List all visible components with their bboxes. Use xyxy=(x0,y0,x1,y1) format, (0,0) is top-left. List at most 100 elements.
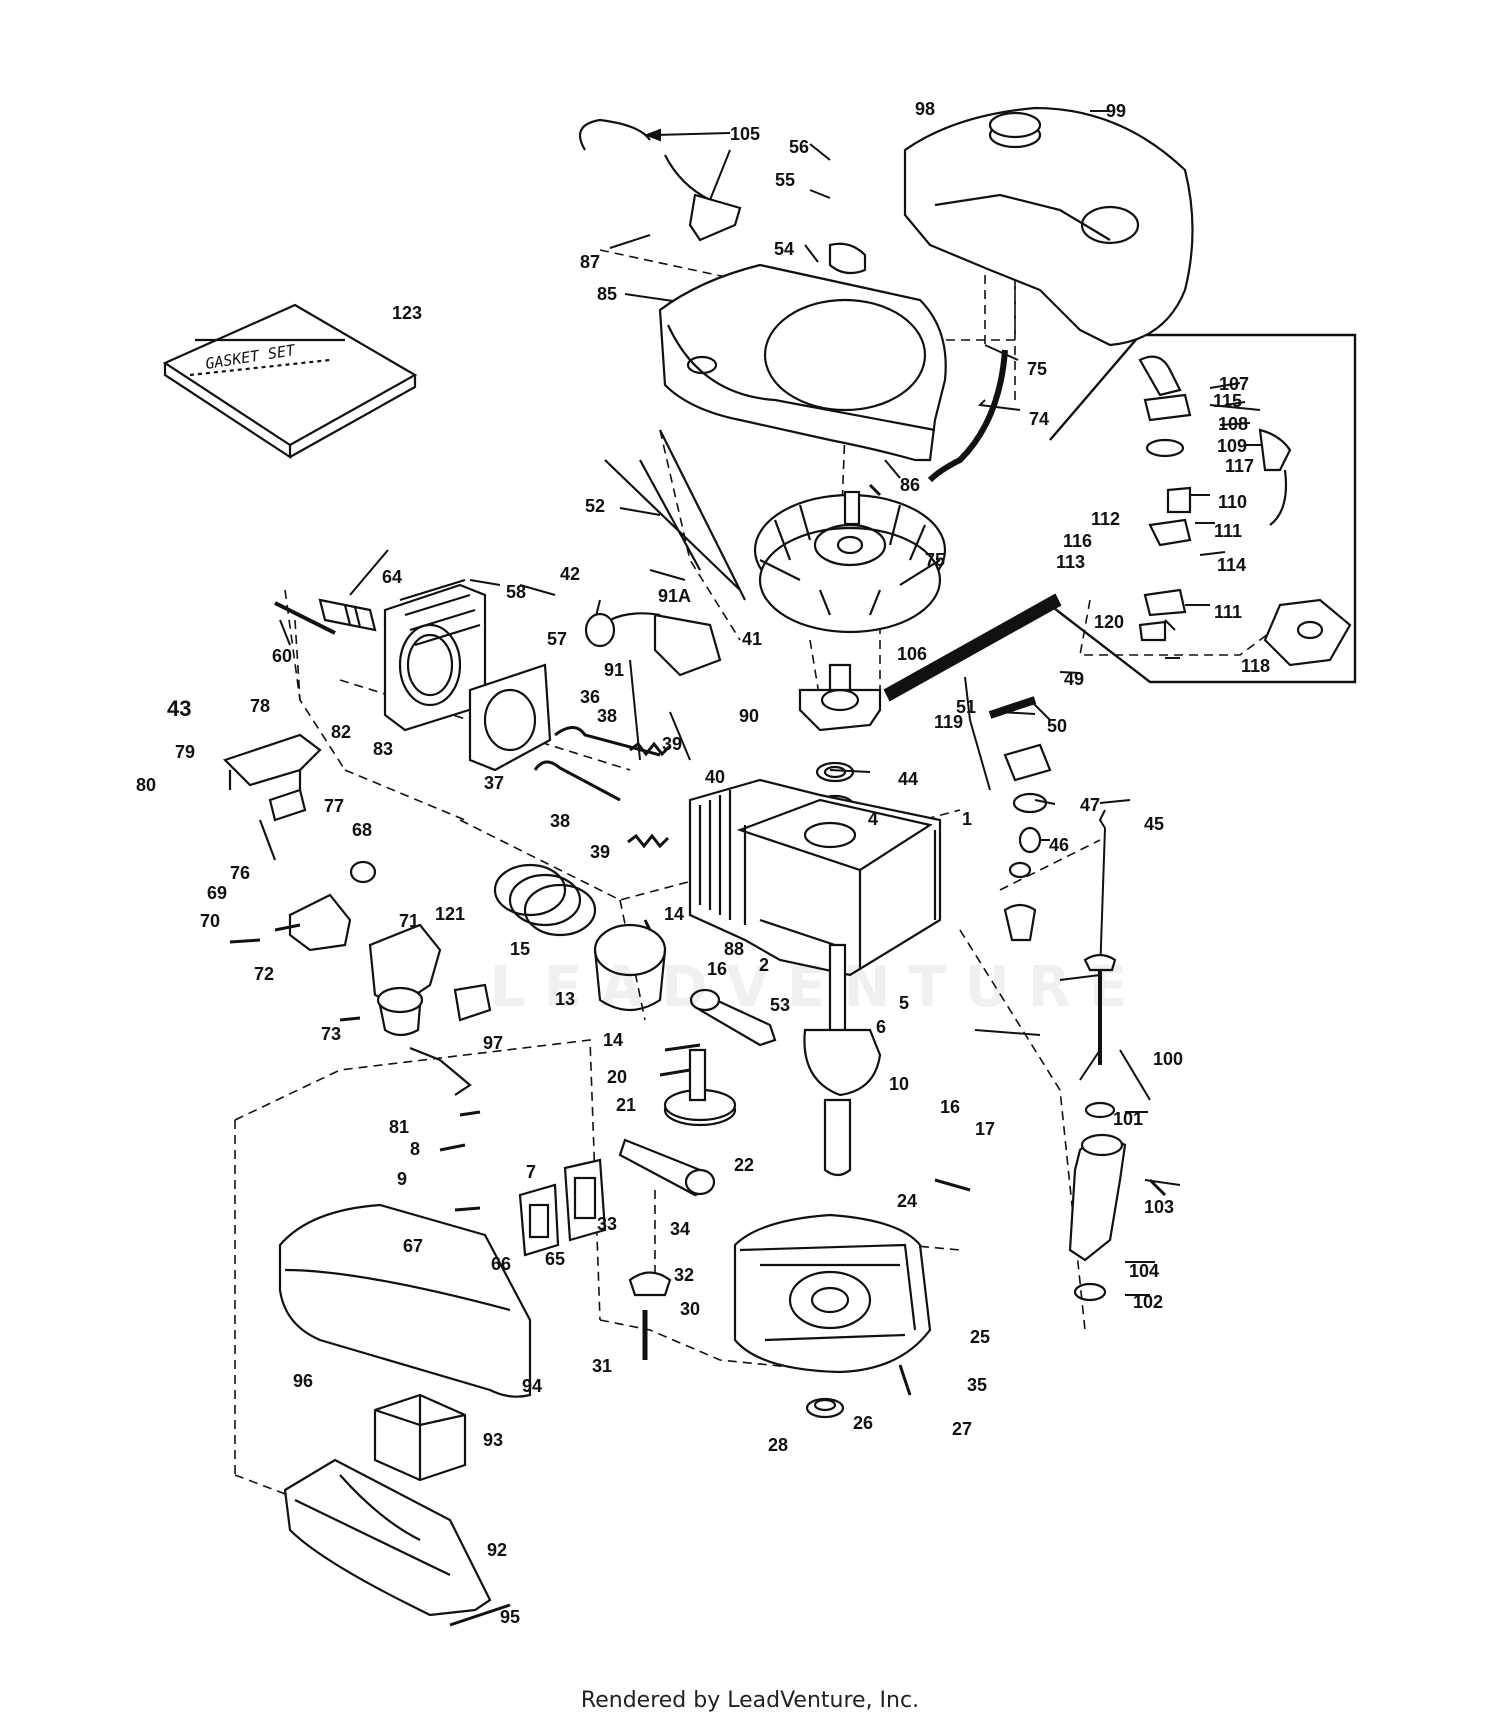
callout-label: 10 xyxy=(889,1074,910,1094)
callout-label: 110 xyxy=(1218,492,1248,512)
callout-label: 71 xyxy=(399,911,420,931)
callout-label: 91 xyxy=(604,660,625,680)
callout-label: 57 xyxy=(547,629,568,649)
callout-label: 28 xyxy=(768,1435,789,1455)
callout-label: 86 xyxy=(900,475,921,495)
callout-label: 39 xyxy=(590,842,611,862)
callout-label: 80 xyxy=(136,775,157,795)
callout-label: 95 xyxy=(500,1607,521,1627)
ignition-coil-91 xyxy=(584,612,722,677)
callout-label: 66 xyxy=(491,1254,512,1274)
callout-label: 34 xyxy=(670,1219,691,1239)
callout-label: 98 xyxy=(915,99,936,119)
callout-label: 27 xyxy=(952,1419,973,1439)
carburetor-121 xyxy=(288,893,442,1037)
callout-label: 2 xyxy=(759,955,770,975)
callout-label: 13 xyxy=(555,989,576,1009)
callout-label: 112 xyxy=(1091,509,1121,529)
callout-label: 15 xyxy=(510,939,531,959)
air-filter-93 xyxy=(373,1393,467,1482)
callout-label: 104 xyxy=(1129,1261,1160,1281)
callout-label: 60 xyxy=(272,646,293,666)
callout-label: 7 xyxy=(526,1162,537,1182)
callout-label: 31 xyxy=(592,1356,613,1376)
callout-label: 38 xyxy=(597,706,618,726)
callout-label: 65 xyxy=(545,1249,566,1269)
callout-label: 109 xyxy=(1217,436,1248,456)
callout-label: 44 xyxy=(898,769,919,789)
callout-label: 74 xyxy=(1029,409,1050,429)
dipstick-100 xyxy=(1068,953,1127,1302)
callout-label: 21 xyxy=(616,1095,637,1115)
governor-32 xyxy=(628,1271,672,1297)
valve-springs-39 xyxy=(627,741,672,849)
callout-label: 14 xyxy=(603,1030,624,1050)
callout-label: 73 xyxy=(321,1024,342,1044)
callout-label: 33 xyxy=(597,1214,618,1234)
callout-label: 81 xyxy=(389,1117,410,1137)
gasket-set-book xyxy=(162,303,418,460)
callout-label: 35 xyxy=(967,1375,988,1395)
flywheel-106 xyxy=(753,490,947,634)
callout-label: 121 xyxy=(435,904,466,924)
gasket-97 xyxy=(453,983,492,1022)
callout-label: 36 xyxy=(580,687,601,707)
callout-label: 5 xyxy=(899,993,910,1013)
head-gasket-57 xyxy=(468,663,552,772)
callout-label: 47 xyxy=(1080,795,1101,815)
callout-label: 106 xyxy=(897,644,928,664)
ignition-wires-52 xyxy=(604,429,746,601)
callout-label: 67 xyxy=(403,1236,424,1256)
callout-label: 8 xyxy=(410,1139,421,1159)
callout-label: 39 xyxy=(662,734,683,754)
callout-label: 118 xyxy=(1241,656,1271,676)
callout-label: 20 xyxy=(607,1067,628,1087)
callout-label: 94 xyxy=(522,1376,543,1396)
callout-label: 54 xyxy=(774,239,795,259)
callout-label: 120 xyxy=(1094,612,1125,632)
callout-label: 45 xyxy=(1144,814,1165,834)
callout-label: 58 xyxy=(506,582,527,602)
callout-label: 78 xyxy=(250,696,271,716)
valve-37 xyxy=(533,760,621,802)
top-shroud-98 xyxy=(903,106,1194,347)
callout-label: 32 xyxy=(674,1265,695,1285)
nut-68 xyxy=(349,860,377,884)
callout-label: 107 xyxy=(1219,374,1250,394)
callout-label: 51 xyxy=(956,697,977,717)
callout-label: 50 xyxy=(1047,716,1068,736)
small-fasteners xyxy=(229,483,1167,1627)
callout-label: 77 xyxy=(324,796,345,816)
callout-label: 68 xyxy=(352,820,373,840)
callout-label: 14 xyxy=(664,904,685,924)
connecting-rod-16 xyxy=(689,988,777,1047)
spark-plug-64 xyxy=(318,598,377,632)
callout-label: 22 xyxy=(734,1155,755,1175)
callout-label: 56 xyxy=(789,137,810,157)
callout-label: 4 xyxy=(868,809,879,829)
valve-36 xyxy=(554,726,661,757)
crankcase-cover-25 xyxy=(733,1213,932,1374)
callout-label: 101 xyxy=(1113,1109,1144,1129)
tube-74 xyxy=(927,349,1008,483)
callout-label: 16 xyxy=(707,959,728,979)
callout-label: 64 xyxy=(382,567,403,587)
air-cleaner-base-92 xyxy=(283,1458,492,1617)
callout-label: 93 xyxy=(483,1430,504,1450)
callout-label: 117 xyxy=(1225,456,1255,476)
callout-label: 115 xyxy=(1213,391,1243,411)
callout-label: 76 xyxy=(230,863,251,883)
callout-label: 26 xyxy=(853,1413,874,1433)
callout-label: 9 xyxy=(397,1169,408,1189)
callout-label: 103 xyxy=(1144,1197,1175,1217)
crankshaft-10 xyxy=(803,943,882,1177)
bolt-60 xyxy=(274,601,336,635)
callout-label: 52 xyxy=(585,496,606,516)
breather-assembly-45 xyxy=(988,696,1052,942)
callout-label: 82 xyxy=(331,722,352,742)
governor-link-81 xyxy=(409,1046,472,1096)
callout-label: 92 xyxy=(487,1540,508,1560)
ignition-breakout-parts xyxy=(1138,355,1352,667)
callout-label: 119 xyxy=(934,712,964,732)
